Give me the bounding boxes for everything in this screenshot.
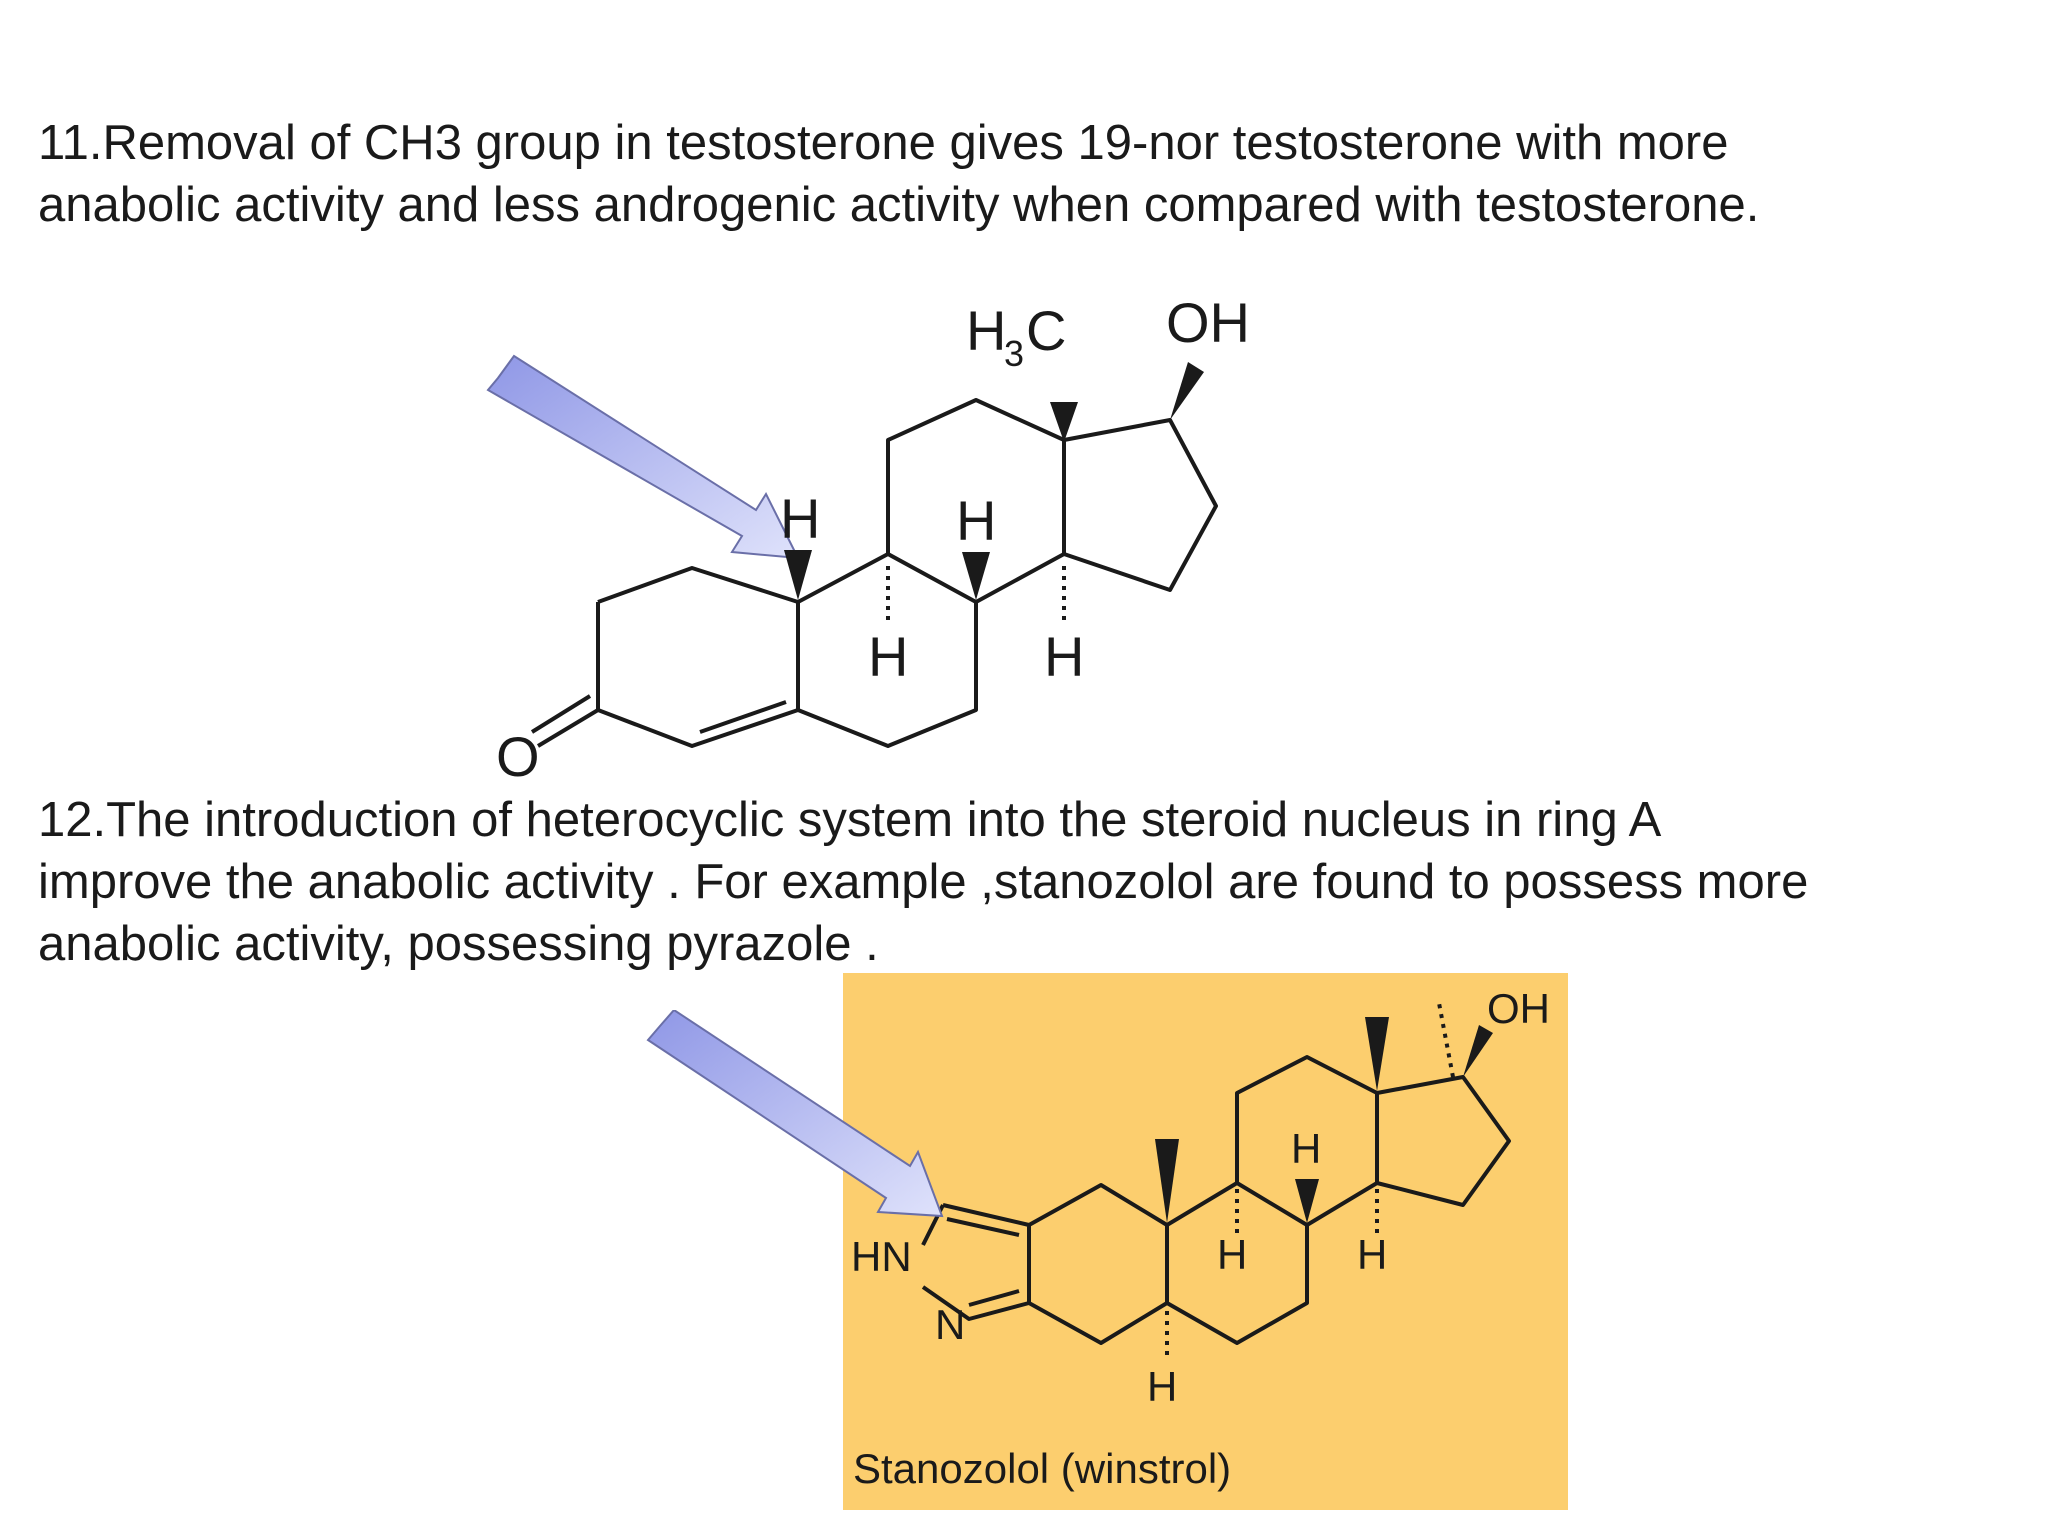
methyl-subscript: 3 xyxy=(1004,333,1024,374)
h-atom-label: H xyxy=(956,489,996,552)
oxygen-label: O xyxy=(496,725,540,788)
h-atom-label: H xyxy=(1357,1231,1387,1278)
pointer-arrow-1 xyxy=(486,354,800,560)
paragraph-11: 11.Removal of CH3 group in testosterone … xyxy=(38,112,1759,236)
pointer-arrow-2 xyxy=(646,1010,944,1218)
nh-label: HN xyxy=(851,1233,912,1280)
stanozolol-panel: OH HN N H H H H Stanozolol (winstrol) xyxy=(843,973,1568,1510)
h-atom-label: H xyxy=(780,487,820,550)
hydroxyl-label-2: OH xyxy=(1487,985,1550,1032)
stanozolol-bonds xyxy=(921,1002,1511,1359)
paragraph-12-line-1: 12.The introduction of heterocyclic syst… xyxy=(38,793,1662,847)
nitrogen-label: N xyxy=(935,1301,965,1348)
paragraph-12-line-3: anabolic activity, possessing pyrazole . xyxy=(38,917,879,971)
hydroxyl-label-1: OH xyxy=(1166,291,1250,354)
h-atom-label: H xyxy=(868,625,908,688)
paragraph-11-line-1: 11.Removal of CH3 group in testosterone … xyxy=(38,116,1729,170)
stanozolol-structure: OH HN N H H H H Stanozolol (winstrol) xyxy=(851,985,1550,1492)
h-atom-label: H xyxy=(1291,1125,1321,1172)
stanozolol-caption: Stanozolol (winstrol) xyxy=(853,1445,1231,1492)
h-atom-label: H xyxy=(1044,625,1084,688)
methyl-c-label: C xyxy=(1026,299,1066,362)
paragraph-12-line-2: improve the anabolic activity . For exam… xyxy=(38,855,1809,909)
testosterone-structure: H 3 C OH H H H H O xyxy=(486,291,1250,788)
h-atom-label: H xyxy=(1217,1231,1247,1278)
testosterone-bonds xyxy=(530,398,1218,748)
paragraph-12: 12.The introduction of heterocyclic syst… xyxy=(38,789,1808,975)
h-atom-label: H xyxy=(1147,1363,1177,1410)
paragraph-11-line-2: anabolic activity and less androgenic ac… xyxy=(38,178,1760,232)
methyl-h-label: H xyxy=(966,299,1006,362)
